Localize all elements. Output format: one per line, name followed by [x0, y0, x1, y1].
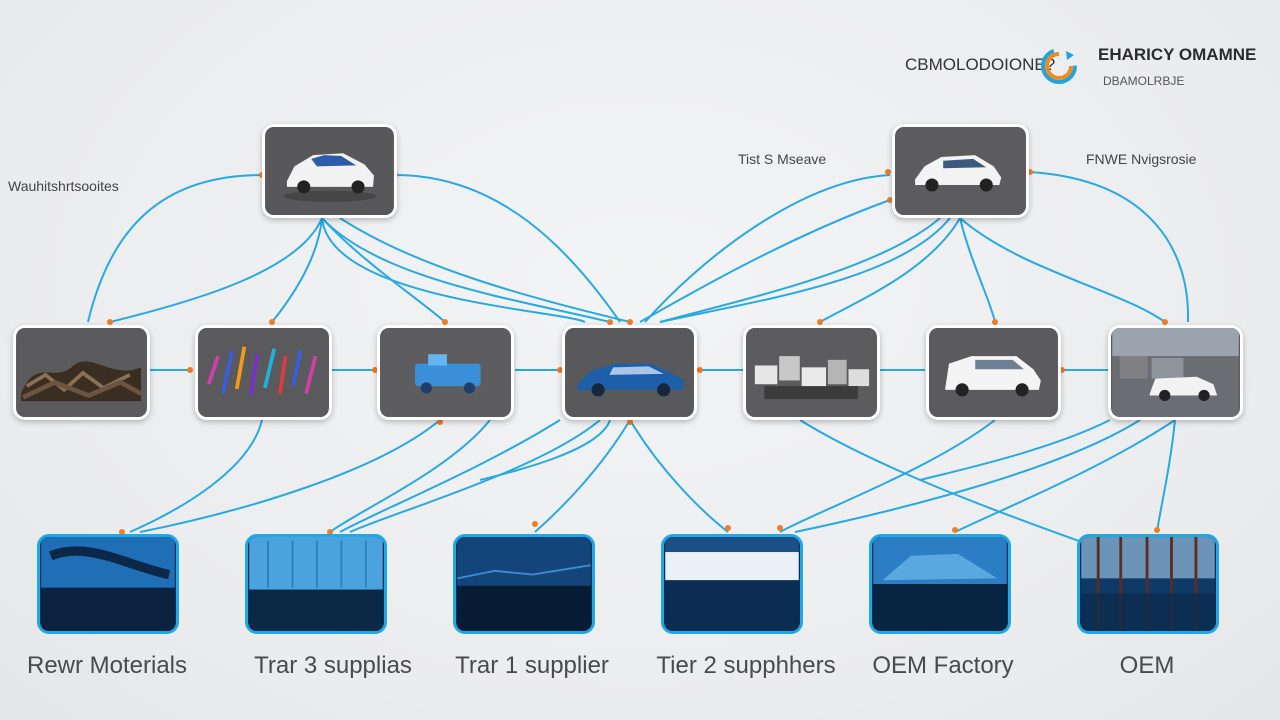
brand-subtitle: DBAMOLRBJE: [1103, 74, 1185, 88]
stage-label-oem: OEM: [1119, 652, 1175, 679]
raw-materials-image: [37, 534, 179, 634]
center-car-tile: [562, 325, 697, 420]
tier2-supplier-image: [661, 534, 803, 634]
stage-label-raw-materials: Rewr Moterials: [26, 652, 188, 679]
oem-image: [1077, 534, 1219, 634]
stage-label-oem-factory: OEM Factory: [872, 652, 1014, 679]
oem-factory-van-tile: [926, 325, 1061, 420]
center-right-label: Tist S Mseave: [738, 151, 827, 167]
raw-materials-tile: [13, 325, 150, 420]
circular-arrow-logo-icon: [1041, 48, 1077, 84]
tier3-parts-tile: [195, 325, 332, 420]
tier1-machine-tile: [377, 325, 514, 420]
tier1-supplier-image: [453, 534, 595, 634]
header-left-text: CBMOLODOIONE?: [905, 55, 1056, 74]
tier3-supplier-image: [245, 534, 387, 634]
brand-title: EHARICY OMAMNE: [1098, 45, 1257, 64]
stage-label-tier3: Trar 3 supplias: [254, 652, 412, 679]
stage-label-tier2: Tier 2 supphhers: [656, 652, 836, 679]
top-right-car-tile: [892, 124, 1029, 218]
top-left-car-tile: [262, 124, 397, 218]
oem-factory-image: [869, 534, 1011, 634]
left-side-label: Wauhitshrtsooites: [8, 178, 119, 194]
oem-lot-tile: [1108, 325, 1243, 420]
stage-label-tier1: Trar 1 supplier: [455, 652, 609, 679]
tier2-parts-tile: [743, 325, 880, 420]
right-side-label: FNWE Nvigsrosie: [1086, 151, 1197, 167]
